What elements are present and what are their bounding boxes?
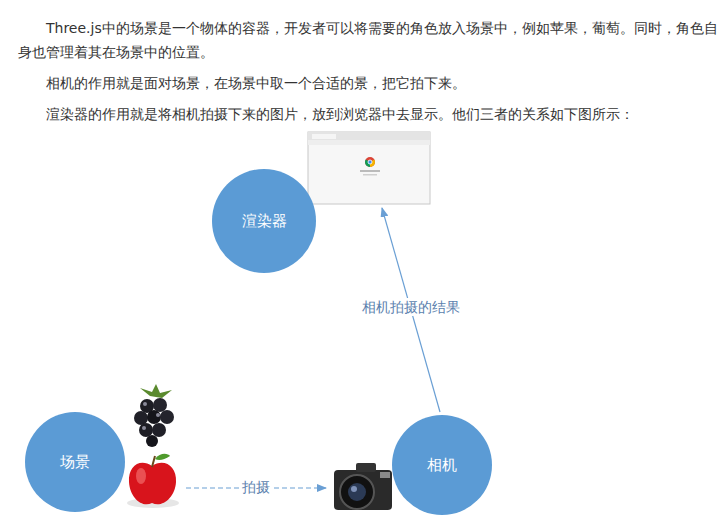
- camera-lens: [340, 475, 374, 509]
- apple-body: [129, 463, 176, 504]
- circle-fill: [212, 169, 316, 273]
- edge-label: 拍摄: [239, 478, 273, 496]
- edge-label: 相机拍摄的结果: [359, 298, 463, 316]
- berry-grain: [152, 423, 166, 437]
- node-label: 相机: [427, 455, 457, 475]
- leaf: [155, 454, 170, 460]
- camera-top: [356, 463, 376, 472]
- apple-picture: [127, 454, 179, 508]
- node-label: 渲染器: [242, 211, 287, 231]
- camera-glass: [348, 483, 366, 501]
- berry-grain: [146, 435, 158, 447]
- berry-grain: [147, 410, 161, 424]
- circle-outline: [22, 380, 186, 514]
- node-circle: 渲染器: [210, 128, 434, 276]
- highlight: [143, 402, 147, 406]
- paragraph: 渲染器的作用就是将相机拍摄下来的图片，放到浏览器中去显示。他们三者的关系如下图所…: [18, 102, 723, 126]
- berry-grain: [139, 423, 153, 437]
- highlight: [351, 486, 357, 492]
- browser-toolbar: [308, 140, 430, 145]
- paragraph: Three.js中的场景是一个物体的容器，开发者可以将需要的角色放入场景中，例如…: [18, 16, 723, 64]
- node-circle: 相机: [326, 412, 494, 518]
- chrome-logo: [365, 157, 375, 167]
- circle-fill: [25, 412, 125, 512]
- node-circle: 场景: [22, 380, 186, 514]
- browser-window: [308, 132, 430, 204]
- highlight: [136, 468, 146, 484]
- intro-text: Three.js中的场景是一个物体的容器，开发者可以将需要的角色放入场景中，例如…: [18, 16, 723, 133]
- stem: [152, 456, 155, 467]
- chrome-logo-center: [368, 160, 372, 164]
- berry-grain: [160, 410, 174, 424]
- browser-titlebar: [308, 132, 430, 140]
- highlight: [142, 426, 146, 430]
- node-label: 场景: [60, 452, 90, 472]
- blackberry-picture: [134, 384, 174, 447]
- circle-outline: [326, 412, 494, 518]
- berry-grain: [153, 398, 167, 412]
- camera-flash: [380, 472, 390, 478]
- highlight: [156, 413, 160, 417]
- browser-line: [363, 174, 377, 176]
- circle-outline: [210, 128, 434, 276]
- camera-body: [334, 470, 392, 510]
- camera-picture: [334, 463, 392, 510]
- berry-grain: [134, 411, 148, 425]
- paragraph: 相机的作用就是面对场景，在场景中取一个合适的景，把它拍下来。: [18, 71, 723, 95]
- circle-fill: [392, 415, 492, 515]
- leaf: [140, 384, 172, 398]
- browser-tab: [312, 134, 336, 139]
- browser-screenshot: [308, 132, 430, 204]
- browser-line: [360, 170, 380, 172]
